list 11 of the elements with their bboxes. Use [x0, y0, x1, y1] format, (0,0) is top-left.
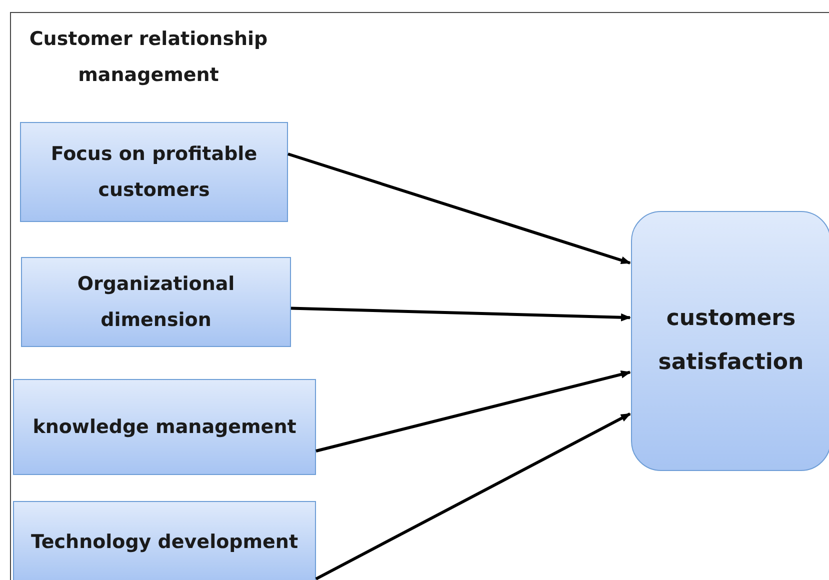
diagram-heading: Customer relationship management: [28, 27, 269, 88]
arrow: [290, 306, 631, 322]
arrow: [315, 412, 631, 580]
factor-box: knowledge management: [13, 379, 316, 475]
diagram-frame: [10, 12, 829, 580]
factor-box: Organizational dimension: [21, 257, 291, 347]
factor-box: Focus on profitable customers: [20, 122, 288, 222]
outcome-box: customers satisfaction: [631, 211, 829, 471]
arrow: [316, 370, 631, 452]
factor-box: Technology development: [13, 501, 316, 580]
arrow: [288, 152, 631, 264]
